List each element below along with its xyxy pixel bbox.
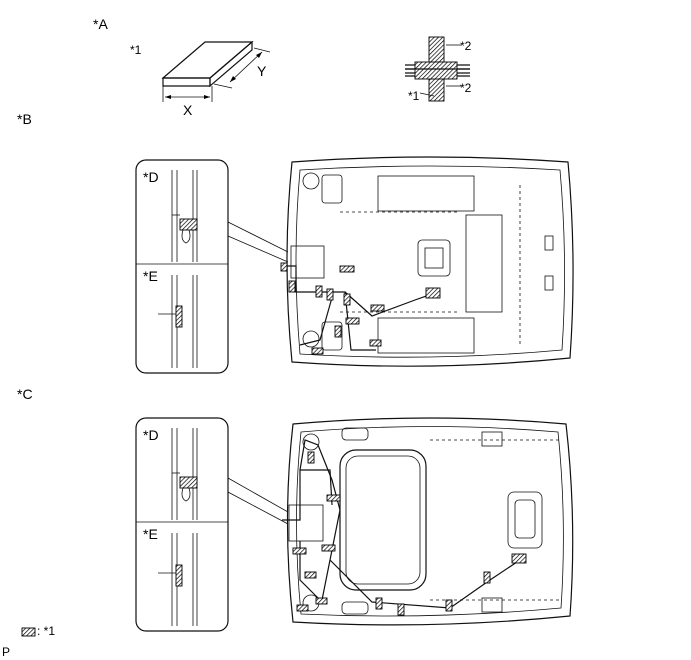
label-ref2-bottom: *2 [460, 81, 472, 95]
headliner-b [280, 156, 574, 367]
detail-box-c [135, 417, 289, 632]
label-c: *C [17, 386, 33, 402]
label-ref2-top: *2 [460, 39, 472, 53]
legend-tape-swatch [21, 627, 36, 637]
tape-wrap-figure [405, 36, 470, 102]
label-e-b: *E [143, 268, 158, 284]
detail-box-b [135, 159, 289, 374]
label-d-b: *D [143, 169, 159, 185]
label-e-c: *E [143, 526, 158, 542]
label-a: *A [93, 16, 108, 32]
label-dim-x: X [183, 102, 193, 118]
legend-text: : *1 [37, 624, 56, 638]
label-ref1-tape: *1 [130, 43, 142, 57]
label-b: *B [17, 111, 32, 127]
headliner-c [282, 417, 574, 626]
footer-code: P [2, 645, 11, 659]
tape-dimension-figure [161, 40, 271, 102]
label-d-c: *D [143, 427, 159, 443]
label-dim-y: Y [257, 63, 267, 79]
label-ref1-cross: *1 [408, 89, 420, 103]
